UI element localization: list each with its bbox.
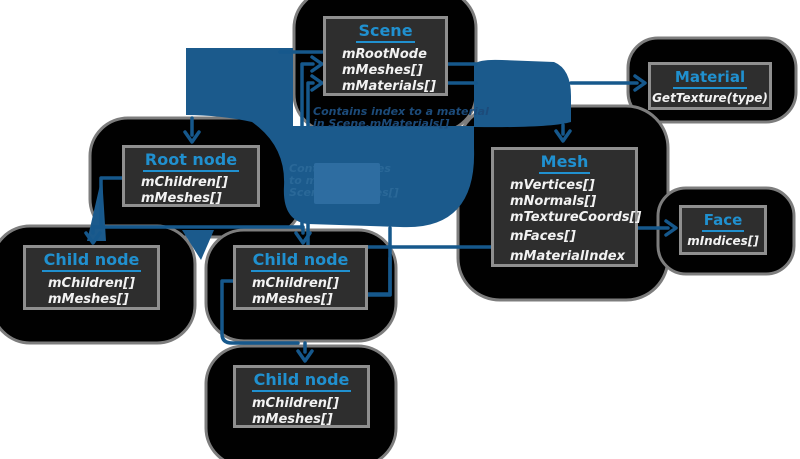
- blue-mass-main: [186, 48, 475, 228]
- arrowheads: [84, 55, 678, 363]
- root-member-mchildren: mChildren[]: [141, 175, 228, 190]
- root-member-mmeshes: mMeshes[]: [141, 191, 222, 206]
- arrowhead-scene-mmaterials: [310, 74, 324, 92]
- root-node-title: Root node: [142, 151, 240, 172]
- child-left-member-mchildren: mChildren[]: [48, 276, 135, 291]
- scene-title: Scene: [356, 22, 415, 43]
- child-bottom-title: Child node: [251, 371, 352, 392]
- child-mid-member-mmeshes: mMeshes[]: [252, 292, 333, 307]
- mesh-member-mtexturecoords: mTextureCoords[]: [510, 210, 642, 225]
- mesh-members: mVertices[] mNormals[] mTextureCoords[] …: [494, 178, 642, 265]
- annotation-material-index: Contains index to a material in Scene.mM…: [313, 106, 489, 130]
- child-mid-member-mchildren: mChildren[]: [252, 276, 339, 291]
- node-box-mesh: Mesh mVertices[] mNormals[] mTextureCoor…: [491, 147, 642, 267]
- child-left-title: Child node: [41, 251, 142, 272]
- root-node-members: mChildren[] mMeshes[]: [125, 175, 257, 207]
- line-childmid-mchildren-down: [220, 279, 307, 354]
- line-root-mchildren-down: [99, 176, 124, 226]
- face-title: Face: [701, 211, 745, 232]
- arrowhead-child-bottom: [296, 349, 314, 363]
- node-box-material: Material GetTexture(type): [648, 62, 772, 110]
- node-box-face: Face mIndices[]: [679, 205, 767, 255]
- arrowhead-rootnode: [183, 130, 201, 144]
- node-box-scene: Scene mRootNode mMeshes[] mMaterials[]: [323, 16, 448, 96]
- scene-members: mRootNode mMeshes[] mMaterials[]: [326, 47, 445, 95]
- distributor-bar: [91, 225, 305, 235]
- arrowhead-child-mid: [294, 231, 312, 245]
- annotation-cover-rectangle: [314, 163, 380, 204]
- child-mid-members: mChildren[] mMeshes[]: [236, 276, 365, 308]
- face-members: mIndices[]: [682, 233, 764, 249]
- mesh-member-mmaterialindex: mMaterialIndex: [510, 249, 625, 264]
- blue-mass-pinch: [182, 230, 214, 260]
- child-left-members: mChildren[] mMeshes[]: [26, 276, 157, 308]
- node-box-root: Root node mChildren[] mMeshes[]: [122, 145, 260, 207]
- scene-member-mrootnode: mRootNode: [342, 47, 427, 62]
- blue-arrow-mass: [87, 48, 571, 260]
- material-title: Material: [672, 68, 748, 89]
- node-box-child-left: Child node mChildren[] mMeshes[]: [23, 245, 160, 310]
- child-bottom-member-mmeshes: mMeshes[]: [252, 412, 333, 427]
- annotation-line2: in Scene.mMaterials[]: [313, 117, 450, 130]
- material-members: GetTexture(type): [651, 90, 769, 106]
- node-box-child-mid: Child node mChildren[] mMeshes[]: [233, 245, 368, 310]
- mesh-title: Mesh: [538, 153, 591, 174]
- child-left-member-mmeshes: mMeshes[]: [48, 292, 129, 307]
- annotation-line1: Contains index to a material: [313, 105, 489, 118]
- mesh-member-mnormals: mNormals[]: [510, 194, 597, 209]
- child-mid-title: Child node: [250, 251, 351, 272]
- mesh-member-mfaces: mFaces[]: [510, 229, 576, 244]
- node-box-child-bottom: Child node mChildren[] mMeshes[]: [233, 365, 370, 428]
- line-childmid-mmeshes-elbow: [366, 256, 392, 297]
- arrowhead-mesh: [554, 129, 572, 143]
- face-member-mindices: mIndices[]: [687, 234, 759, 248]
- connectors-over: [91, 50, 670, 354]
- child-bottom-members: mChildren[] mMeshes[]: [236, 396, 367, 428]
- blue-mass-right-arm: [474, 59, 571, 128]
- scene-member-mmeshes: mMeshes[]: [342, 63, 423, 78]
- arrowhead-material: [633, 74, 647, 92]
- arrowhead-child-left: [84, 231, 102, 245]
- child-bottom-member-mchildren: mChildren[]: [252, 396, 339, 411]
- arrowhead-scene-mmeshes: [310, 55, 324, 73]
- material-member-gettexture: GetTexture(type): [652, 91, 768, 105]
- arrowhead-face: [664, 219, 678, 237]
- scene-member-mmaterials: mMaterials[]: [342, 79, 437, 94]
- mesh-member-mvertices: mVertices[]: [510, 178, 595, 193]
